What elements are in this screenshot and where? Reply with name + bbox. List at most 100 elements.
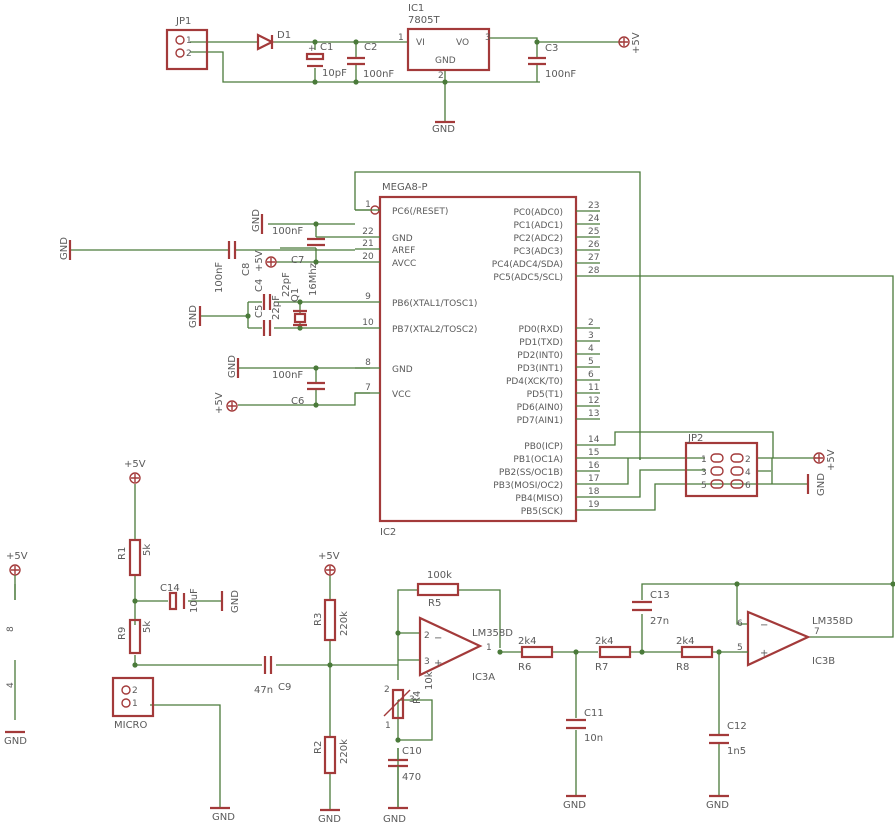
r4-pin1: 1: [385, 721, 391, 731]
c7-label: C7: [291, 255, 304, 266]
mcu-ref: IC2: [380, 527, 396, 538]
resistor-r6: [520, 645, 554, 659]
c8-label: C8: [241, 263, 252, 276]
jp2-pin-number: 1: [701, 455, 707, 465]
mcu-pin-number: 8: [365, 358, 371, 368]
c11-value: 10n: [584, 733, 603, 744]
ic3a-type: LM358D: [472, 628, 513, 639]
mcu-pin-number: 12: [588, 396, 599, 406]
ic1-gnd: GND: [435, 56, 456, 66]
ic3b-plus: +: [760, 648, 768, 659]
r7-value: 2k4: [595, 636, 614, 647]
svg-text:+: +: [308, 44, 316, 54]
mcu-pin-label: PB3(MOSI/OC2): [493, 481, 563, 491]
mcu-pin-number: 25: [588, 227, 599, 237]
c4-label: C4: [254, 279, 265, 292]
cap-c3: [528, 56, 546, 66]
mcu-pin-number: 23: [588, 201, 599, 211]
resistor-r9: [128, 618, 142, 655]
cap-c8: [227, 241, 237, 259]
regulator-ic1: [406, 27, 491, 72]
c12-value: 1n5: [727, 746, 746, 757]
svg-text:GND: GND: [318, 814, 341, 825]
mcu-pin-number: 16: [588, 461, 600, 471]
mcu-pin-label: GND: [392, 234, 413, 244]
r2-label: R2: [313, 741, 324, 754]
mcu-pin-number: 2: [588, 318, 594, 328]
mcu-pin-label: PC6(/RESET): [392, 207, 448, 217]
mcu-pin-label: PD2(INT0): [517, 351, 563, 361]
svg-text:GND: GND: [563, 800, 586, 811]
mcu-ic2: [378, 195, 578, 523]
svg-text:+5V: +5V: [254, 250, 265, 272]
r4-pin3: 3: [409, 695, 415, 705]
ic3b-pin6: 6: [737, 619, 743, 629]
ic1-label: IC1: [408, 3, 424, 14]
svg-text:+5V: +5V: [124, 459, 146, 470]
ic1-pin2: 2: [438, 71, 444, 81]
mcu-pin-label: VCC: [392, 390, 411, 400]
resistor-r7: [598, 645, 632, 659]
mcu-pin-number: 26: [588, 240, 600, 250]
jp2-pin-pad: [730, 453, 744, 463]
c5-value: 22pF: [271, 295, 282, 320]
mcu-pin-label: PD4(XCK/T0): [506, 377, 563, 387]
r1-value: 5k: [142, 544, 153, 556]
r1-label: R1: [117, 547, 128, 560]
mcu-pin-number: 5: [588, 357, 594, 367]
mcu-pin-number: 22: [362, 227, 373, 237]
resistor-r2: [323, 735, 337, 775]
mcu-pin-number: 18: [588, 487, 600, 497]
c2-label: C2: [364, 42, 377, 53]
ic3a-minus: −: [434, 633, 442, 644]
micro-connector: [111, 676, 155, 718]
svg-text:GND: GND: [383, 814, 406, 825]
c2-value: 100nF: [363, 69, 394, 80]
mcu-pin-label: PB1(OC1A): [513, 455, 563, 465]
cap-c9: [263, 656, 273, 674]
r5-value: 100k: [427, 570, 452, 581]
jp1-pin1: 1: [186, 36, 192, 46]
jp2-label: JP2: [687, 433, 703, 444]
mcu-pin-label: PB6(XTAL1/TOSC1): [392, 299, 477, 309]
c11-label: C11: [584, 708, 604, 719]
ic1-pin3: 3: [485, 33, 491, 43]
svg-text:GND: GND: [227, 355, 238, 378]
r6-label: R6: [518, 662, 531, 673]
cap-c2: [347, 56, 365, 66]
c13-value: 27n: [650, 616, 669, 627]
svg-text:GND: GND: [212, 812, 235, 823]
mcu-pin-label: PB0(ICP): [524, 442, 563, 452]
mcu-pin-label: PC1(ADC1): [513, 221, 563, 231]
ic3a-pin3: 3: [424, 657, 430, 667]
c3-label: C3: [545, 43, 558, 54]
micro-pin1: 1: [132, 699, 138, 709]
c10-value: 470: [402, 772, 421, 783]
cap-c12: [709, 733, 729, 745]
q1-label: Q1: [290, 288, 301, 302]
mcu-pin-number: 11: [588, 383, 599, 393]
micro-pin2: 2: [132, 686, 138, 696]
mcu-pin-label: PB4(MISO): [515, 494, 563, 504]
jp2-pin-pad: [710, 466, 724, 476]
ic1-pin1: 1: [398, 33, 404, 43]
mcu-section: MEGA8-P IC2 1PC6(/RESET)22GND21AREF20AVC…: [59, 171, 894, 585]
ic1-vo: VO: [456, 38, 469, 48]
mcu-pin-number: 27: [588, 253, 599, 263]
svg-text:GND: GND: [59, 237, 70, 260]
cap-c7: [307, 237, 325, 247]
mcu-pin-label: PC0(ADC0): [513, 208, 563, 218]
c6-value: 100nF: [272, 370, 303, 381]
c1-label: C1: [320, 42, 333, 53]
q1-value: 16Mhz: [308, 263, 319, 296]
mcu-pin-number: 15: [588, 448, 599, 458]
diode-d1: [256, 33, 275, 51]
c4-value: 22pF: [281, 272, 292, 297]
r6-value: 2k4: [518, 636, 537, 647]
mcu-pin-number: 14: [588, 435, 600, 445]
mcu-pin-number: 6: [588, 370, 594, 380]
cap-c6: [307, 381, 325, 391]
d1-label: D1: [277, 30, 291, 41]
mcu-pin-label: PD1(TXD): [519, 338, 563, 348]
